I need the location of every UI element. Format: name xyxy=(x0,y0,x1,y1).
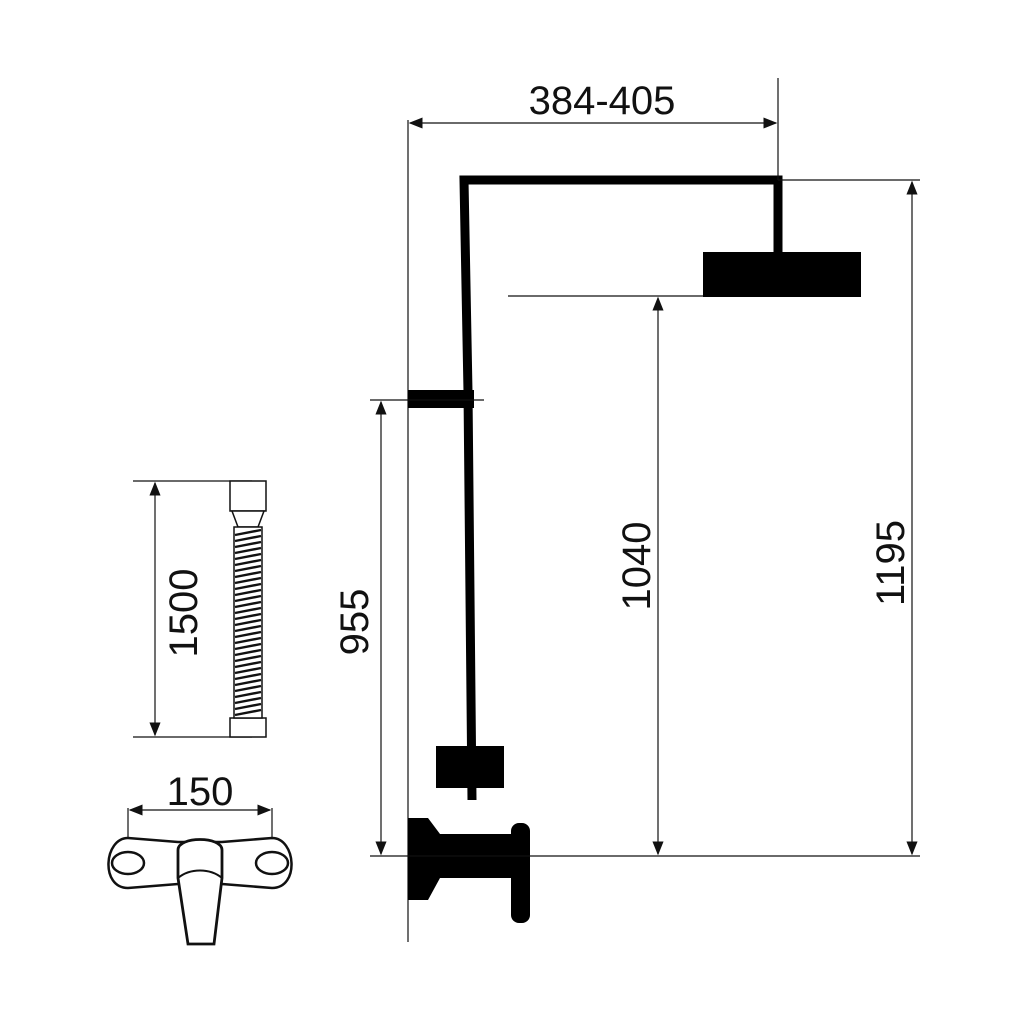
shower-head xyxy=(703,252,861,297)
hose-coil xyxy=(234,576,262,585)
mixer-lever xyxy=(176,838,224,946)
hose-coil xyxy=(234,540,262,549)
hose-bottom-nut xyxy=(229,717,267,738)
hose-coil xyxy=(234,648,262,657)
hose-coil xyxy=(234,666,262,675)
riser-pipe xyxy=(459,175,783,801)
hose-coil xyxy=(234,546,262,555)
hose-coil xyxy=(234,528,262,537)
label-head-height: 1040 xyxy=(615,522,659,611)
label-arm-reach: 384-405 xyxy=(529,79,676,123)
label-bracket-height: 955 xyxy=(333,589,377,656)
hose-coil xyxy=(234,582,262,591)
hose-coil xyxy=(234,696,262,705)
hose-coil xyxy=(234,612,262,621)
hose-top-nut xyxy=(229,480,267,512)
hose-coil xyxy=(234,678,262,687)
hose-coil xyxy=(234,558,262,567)
hose-coil xyxy=(234,672,262,681)
hose-coil xyxy=(234,534,262,543)
hose-coil xyxy=(234,552,262,561)
shower-column xyxy=(370,120,861,942)
wall-bracket xyxy=(408,390,474,408)
label-mixer-spacing: 150 xyxy=(167,770,234,814)
dimension-bracket-height: 955 xyxy=(333,400,387,856)
mixer-body-side xyxy=(408,818,514,900)
hose-coil xyxy=(234,660,262,669)
hose-coil xyxy=(234,630,262,639)
hose-coil xyxy=(234,708,262,717)
diverter-box xyxy=(436,746,504,788)
hose-coil xyxy=(234,702,262,711)
hose-coil xyxy=(234,624,262,633)
mixer-handle-side xyxy=(511,823,530,923)
label-total-height: 1195 xyxy=(869,520,913,606)
hose-coil xyxy=(234,588,262,597)
hose-coil xyxy=(234,606,262,615)
dimension-arm-reach: 384-405 xyxy=(408,78,779,180)
label-hose-length: 1500 xyxy=(162,569,206,658)
hose-coil xyxy=(234,654,262,663)
hose-coil xyxy=(234,636,262,645)
hose-coil xyxy=(234,570,262,579)
shower-hose: 1500 xyxy=(133,480,267,738)
hose-coil xyxy=(234,618,262,627)
hose-coil xyxy=(234,600,262,609)
hose-coil xyxy=(234,642,262,651)
hose-coil xyxy=(234,564,262,573)
dimension-total-height: 1195 xyxy=(778,179,920,856)
dimension-head-height: 1040 xyxy=(508,295,703,856)
hose-coil xyxy=(234,690,262,699)
mixer-front-view: 150 xyxy=(107,770,293,946)
hose-coil xyxy=(234,594,262,603)
hose-coil xyxy=(234,684,262,693)
